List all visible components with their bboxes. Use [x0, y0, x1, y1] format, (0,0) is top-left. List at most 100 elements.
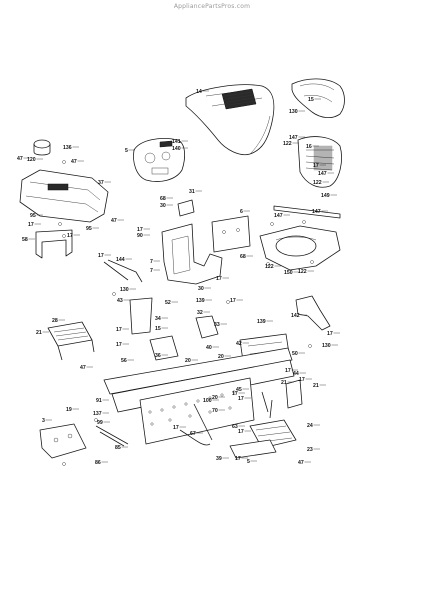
callout-label: 24 [307, 423, 313, 429]
callout-label: 122 [298, 269, 307, 275]
callout-label: 23 [307, 447, 313, 453]
callout-label: 150 [284, 270, 293, 276]
callout-label: 21 [281, 380, 287, 386]
callout-label: 56 [121, 358, 127, 364]
callout-label: 142 [291, 313, 300, 319]
callout-label: 47 [298, 460, 304, 466]
callout-label: 14 [196, 89, 202, 95]
callout-label: 15 [155, 326, 161, 332]
hood-part [185, 84, 275, 156]
callout-label: 17 [235, 456, 241, 462]
callout-label: 130 [120, 287, 129, 293]
frame-part [103, 315, 295, 445]
callout-label: 42 [236, 341, 242, 347]
callout-label: 40 [206, 345, 212, 351]
steering-support-part [161, 199, 223, 285]
callout-label: 67 [190, 431, 196, 437]
callout-label: 20 [218, 354, 224, 360]
callout-label: 45 [236, 387, 242, 393]
grille-part [291, 78, 345, 118]
callout-label: 68 [240, 254, 246, 260]
callout-label: 17 [116, 342, 122, 348]
callout-label: 17 [299, 377, 305, 383]
callout-label: 16 [306, 144, 312, 150]
callout-label: 32 [197, 310, 203, 316]
rear-dash-part [297, 136, 342, 188]
callout-label: 5 [125, 148, 128, 154]
callout-label: 17 [230, 298, 236, 304]
callout-label: 31 [189, 189, 195, 195]
callout-label: 47 [71, 159, 77, 165]
handle-part [295, 295, 331, 331]
callout-label: 17 [116, 327, 122, 333]
callout-label: 58 [22, 237, 28, 243]
plate-part [211, 215, 251, 253]
callout-label: 147 [289, 135, 298, 141]
callout-label: 85 [115, 445, 121, 451]
callout-label: 17 [238, 429, 244, 435]
callout-label: 15 [308, 97, 314, 103]
callout-label: 52 [165, 300, 171, 306]
callout-label: 47 [111, 218, 117, 224]
callout-label: 17 [327, 331, 333, 337]
callout-label: 7 [150, 268, 153, 274]
side-bracket-part [129, 297, 153, 335]
callout-label: 17 [216, 276, 222, 282]
watermark: AppliancePartsPros.com [173, 3, 251, 10]
callout-label: 44 [293, 371, 299, 377]
callout-label: 20 [185, 358, 191, 364]
callout-label: 5 [247, 459, 250, 465]
fender-part [259, 225, 341, 271]
callout-label: 50 [292, 351, 298, 357]
footrest-left-part [47, 321, 95, 361]
callout-label: 17 [98, 253, 104, 259]
callout-label: 47 [80, 365, 86, 371]
callout-label: 139 [257, 319, 266, 325]
callout-label: 130 [322, 343, 331, 349]
callout-label: 21 [313, 383, 319, 389]
callout-label: 144 [116, 257, 125, 263]
callout-label: 147 [274, 213, 283, 219]
callout-label: 17 [28, 222, 34, 228]
rear-bracket-part [261, 379, 303, 419]
callout-label: 17 [313, 163, 319, 169]
callout-label: 122 [313, 180, 322, 186]
hardware-part [58, 160, 314, 466]
skid-plate-part [39, 423, 87, 459]
callout-label: 137 [93, 411, 102, 417]
rod-part [179, 429, 211, 446]
callout-label: 139 [196, 298, 205, 304]
callout-label: 36 [155, 353, 161, 359]
callout-label: 147 [312, 209, 321, 215]
callout-label: 120 [27, 157, 36, 163]
axle-part [95, 403, 213, 447]
lever-part [103, 259, 143, 283]
callout-label: 99 [97, 420, 103, 426]
callout-label: 17 [173, 425, 179, 431]
callout-label: 34 [155, 316, 161, 322]
strip-part [273, 205, 341, 219]
callout-label: 70 [212, 408, 218, 414]
callout-label: 91 [96, 398, 102, 404]
callout-label: 20 [212, 395, 218, 401]
callout-label: 28 [52, 318, 58, 324]
callout-label: 37 [98, 180, 104, 186]
callout-label: 122 [283, 141, 292, 147]
callout-label: 17 [137, 227, 143, 233]
callout-label: 21 [36, 330, 42, 336]
callout-label: 33 [214, 322, 220, 328]
dash-panel-part [133, 138, 186, 182]
callout-label: 122 [265, 264, 274, 270]
callout-label: 147 [318, 171, 327, 177]
callout-label: 63 [232, 424, 238, 430]
callout-label: 95 [30, 213, 36, 219]
callout-label: 141 [172, 139, 181, 145]
callout-label: 86 [95, 460, 101, 466]
callout-label: 149 [321, 193, 330, 199]
callout-label: 17 [232, 391, 238, 397]
callout-label: 130 [289, 109, 298, 115]
callout-label: 90 [137, 233, 143, 239]
callout-label: 47 [17, 156, 23, 162]
